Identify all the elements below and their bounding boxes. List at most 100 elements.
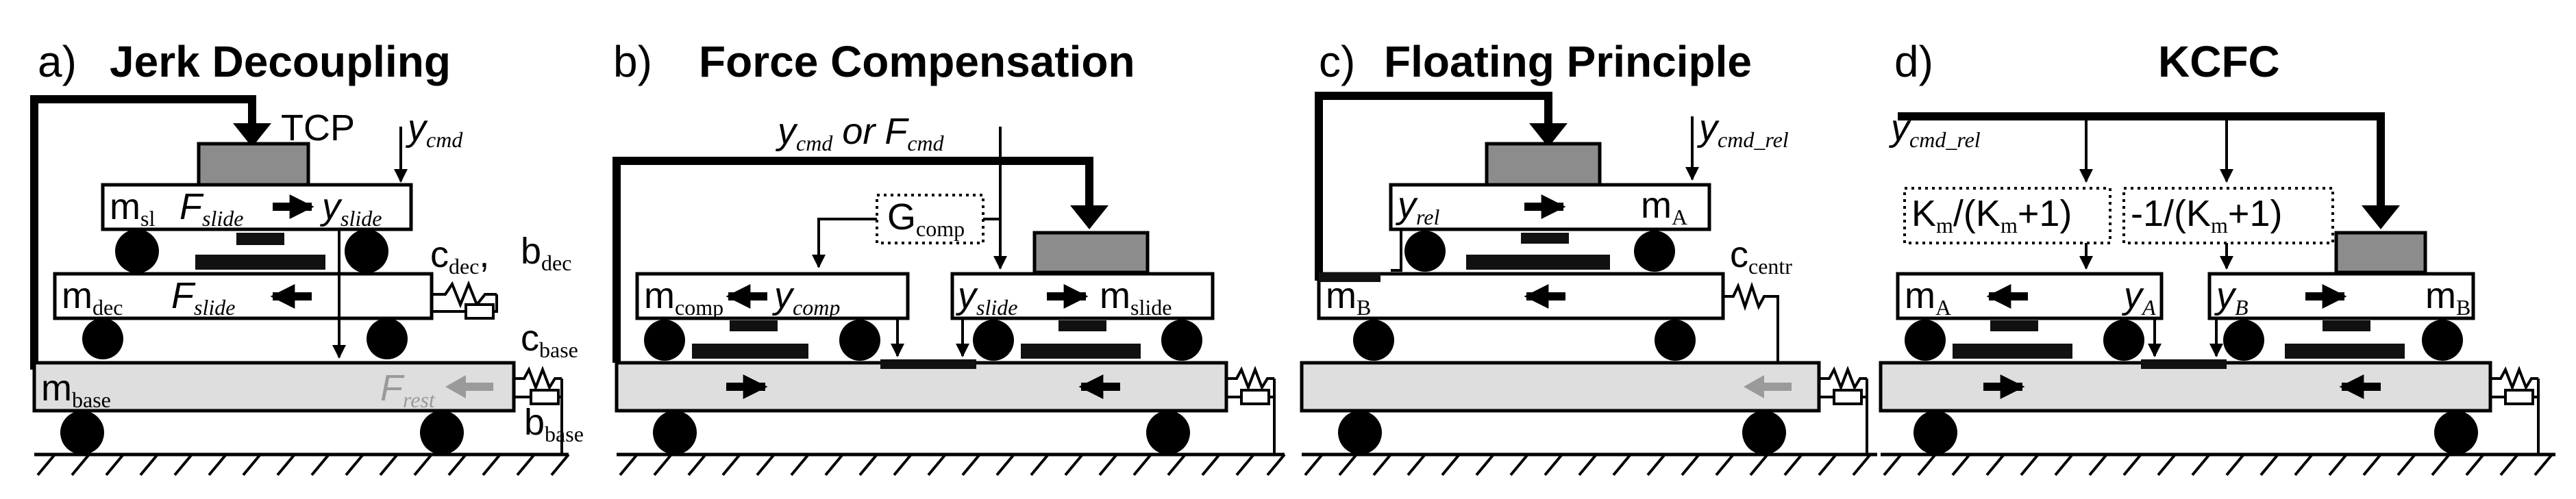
wheel: [1905, 320, 1946, 361]
panel-a-label: a): [38, 37, 77, 86]
rest-arrowhead: [445, 375, 466, 398]
g-comp-label: Gcomp: [887, 196, 965, 241]
m-a-label: mA: [1905, 275, 1951, 320]
ground-hatch: [1883, 453, 2553, 476]
wheel: [420, 411, 464, 455]
base-mass: [615, 361, 1228, 413]
pad: [1521, 233, 1569, 244]
mass-b: [1317, 272, 1725, 320]
c-base-label: cbase: [521, 318, 578, 362]
wheel: [115, 229, 159, 273]
y-cmd-rel-label: ycmd_rel: [1888, 107, 1981, 152]
spring-base: [2490, 366, 2538, 392]
damper-dec: [465, 303, 495, 320]
m-b-label: mB: [2425, 275, 2470, 320]
panel-c-label: c): [1319, 37, 1355, 86]
wheel: [839, 320, 880, 361]
rail: [1466, 255, 1610, 270]
c-centr-label: ccentr: [1730, 234, 1792, 279]
y-cmd-label: ycmd: [405, 107, 463, 152]
pad: [1990, 320, 2038, 331]
base-link: [2490, 379, 2540, 455]
gcomp-out: [812, 218, 877, 268]
m-b-label: mB: [1326, 275, 1371, 320]
feedback-path: [1898, 112, 2385, 209]
base-mass: [32, 361, 516, 413]
c-dec-label: cdec,: [430, 234, 489, 279]
y-rel-line: [1391, 229, 1402, 272]
panel-a-title: Jerk Decoupling: [110, 37, 451, 86]
y-a-label: yA: [2121, 275, 2156, 320]
wheel: [644, 320, 685, 361]
pad: [2323, 320, 2370, 331]
base-rail: [2141, 359, 2227, 369]
mass-a: [1896, 272, 2164, 320]
feedback-path: [30, 95, 256, 370]
k2-gain-box: [2122, 187, 2334, 244]
mass-b-rail: [1319, 272, 1380, 282]
ground-hatch: [1304, 453, 1872, 476]
spring-centr: [1723, 281, 1779, 370]
slide-rail: [195, 255, 325, 270]
wheel: [1161, 320, 1202, 361]
tcp-arrowhead: [233, 123, 271, 147]
tool-arrowhead: [1070, 205, 1109, 229]
wheel: [1742, 411, 1786, 455]
wheel: [2103, 320, 2144, 361]
k2-gain-label: -1/(Km+1): [2131, 193, 2282, 238]
pad: [730, 320, 778, 331]
tool-arrowhead: [1529, 123, 1568, 147]
b-dec-label: bdec: [521, 231, 571, 275]
rail: [1021, 344, 1141, 359]
dec-mass: [53, 272, 434, 320]
base-mass: [1300, 361, 1821, 413]
feedback-path: [612, 157, 1093, 363]
wheel: [2223, 320, 2264, 361]
damper-base: [1833, 389, 1863, 405]
comp-mass: [635, 272, 910, 320]
tool-arrowhead: [2362, 205, 2400, 229]
m-a-label: mA: [1641, 185, 1687, 229]
damper-base: [2504, 389, 2534, 405]
damper-base: [1240, 389, 1270, 405]
tool-block: [1032, 231, 1150, 274]
wheel: [82, 318, 123, 359]
wheel: [367, 318, 408, 359]
m-base-label: mbase: [41, 368, 111, 412]
f-rest-label: Frest: [380, 368, 436, 412]
spring-base: [1819, 366, 1867, 392]
panel-d-label: d): [1894, 37, 1933, 86]
wheel: [1404, 231, 1446, 272]
base-link: [1819, 379, 1868, 455]
base-rail: [880, 359, 976, 369]
panel-b-title: Force Compensation: [699, 37, 1135, 86]
wheel: [1914, 411, 1957, 455]
m-sl-label: msl: [110, 186, 155, 231]
slide-pad: [236, 233, 284, 245]
spring-base: [1226, 366, 1274, 392]
wheel: [2434, 411, 2478, 455]
wheel: [1353, 320, 1394, 361]
rail: [1953, 344, 2072, 359]
panel-c-title: Floating Principle: [1384, 37, 1752, 86]
wheel: [1338, 411, 1382, 455]
base-mass: [1879, 361, 2492, 413]
tcp-label: TCP: [281, 107, 355, 149]
m-slide-label: mslide: [1100, 275, 1172, 320]
k1-gain-label: Km/(Km+1): [1911, 193, 2072, 238]
tcp-block: [197, 142, 310, 187]
wheel: [60, 411, 104, 455]
slide-mass: [101, 183, 413, 231]
wheel: [345, 229, 388, 273]
y-b-label: yB: [2214, 275, 2249, 320]
ground-hatch: [36, 453, 570, 476]
tool-block: [1485, 142, 1602, 187]
damper-dec-lines: [432, 294, 498, 313]
m-dec-label: mdec: [62, 275, 123, 320]
wheel: [1634, 231, 1675, 272]
wheel: [1146, 411, 1190, 455]
pad: [1058, 320, 1106, 331]
